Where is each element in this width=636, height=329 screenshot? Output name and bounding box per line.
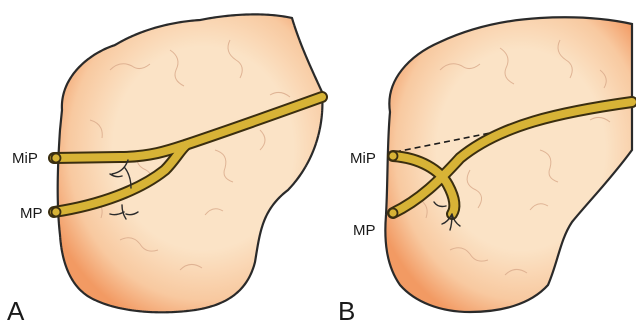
panel-letter-b: B	[338, 296, 355, 326]
nerve-end-mp-b	[389, 209, 398, 218]
panel-a: MiP MP A	[7, 14, 322, 326]
panel-b: MiP MP B	[338, 17, 632, 326]
label-mip-b: MiP	[350, 150, 376, 167]
tissue-flap-a	[58, 14, 323, 312]
label-mp-b: MP	[353, 222, 376, 239]
nerve-end-mp-a	[52, 208, 61, 217]
nerve-end-mip-b	[389, 152, 398, 161]
label-mip-a: MiP	[12, 150, 38, 167]
panel-letter-a: A	[7, 296, 25, 326]
label-mp-a: MP	[20, 205, 43, 222]
nerve-end-mip-a	[52, 154, 61, 163]
